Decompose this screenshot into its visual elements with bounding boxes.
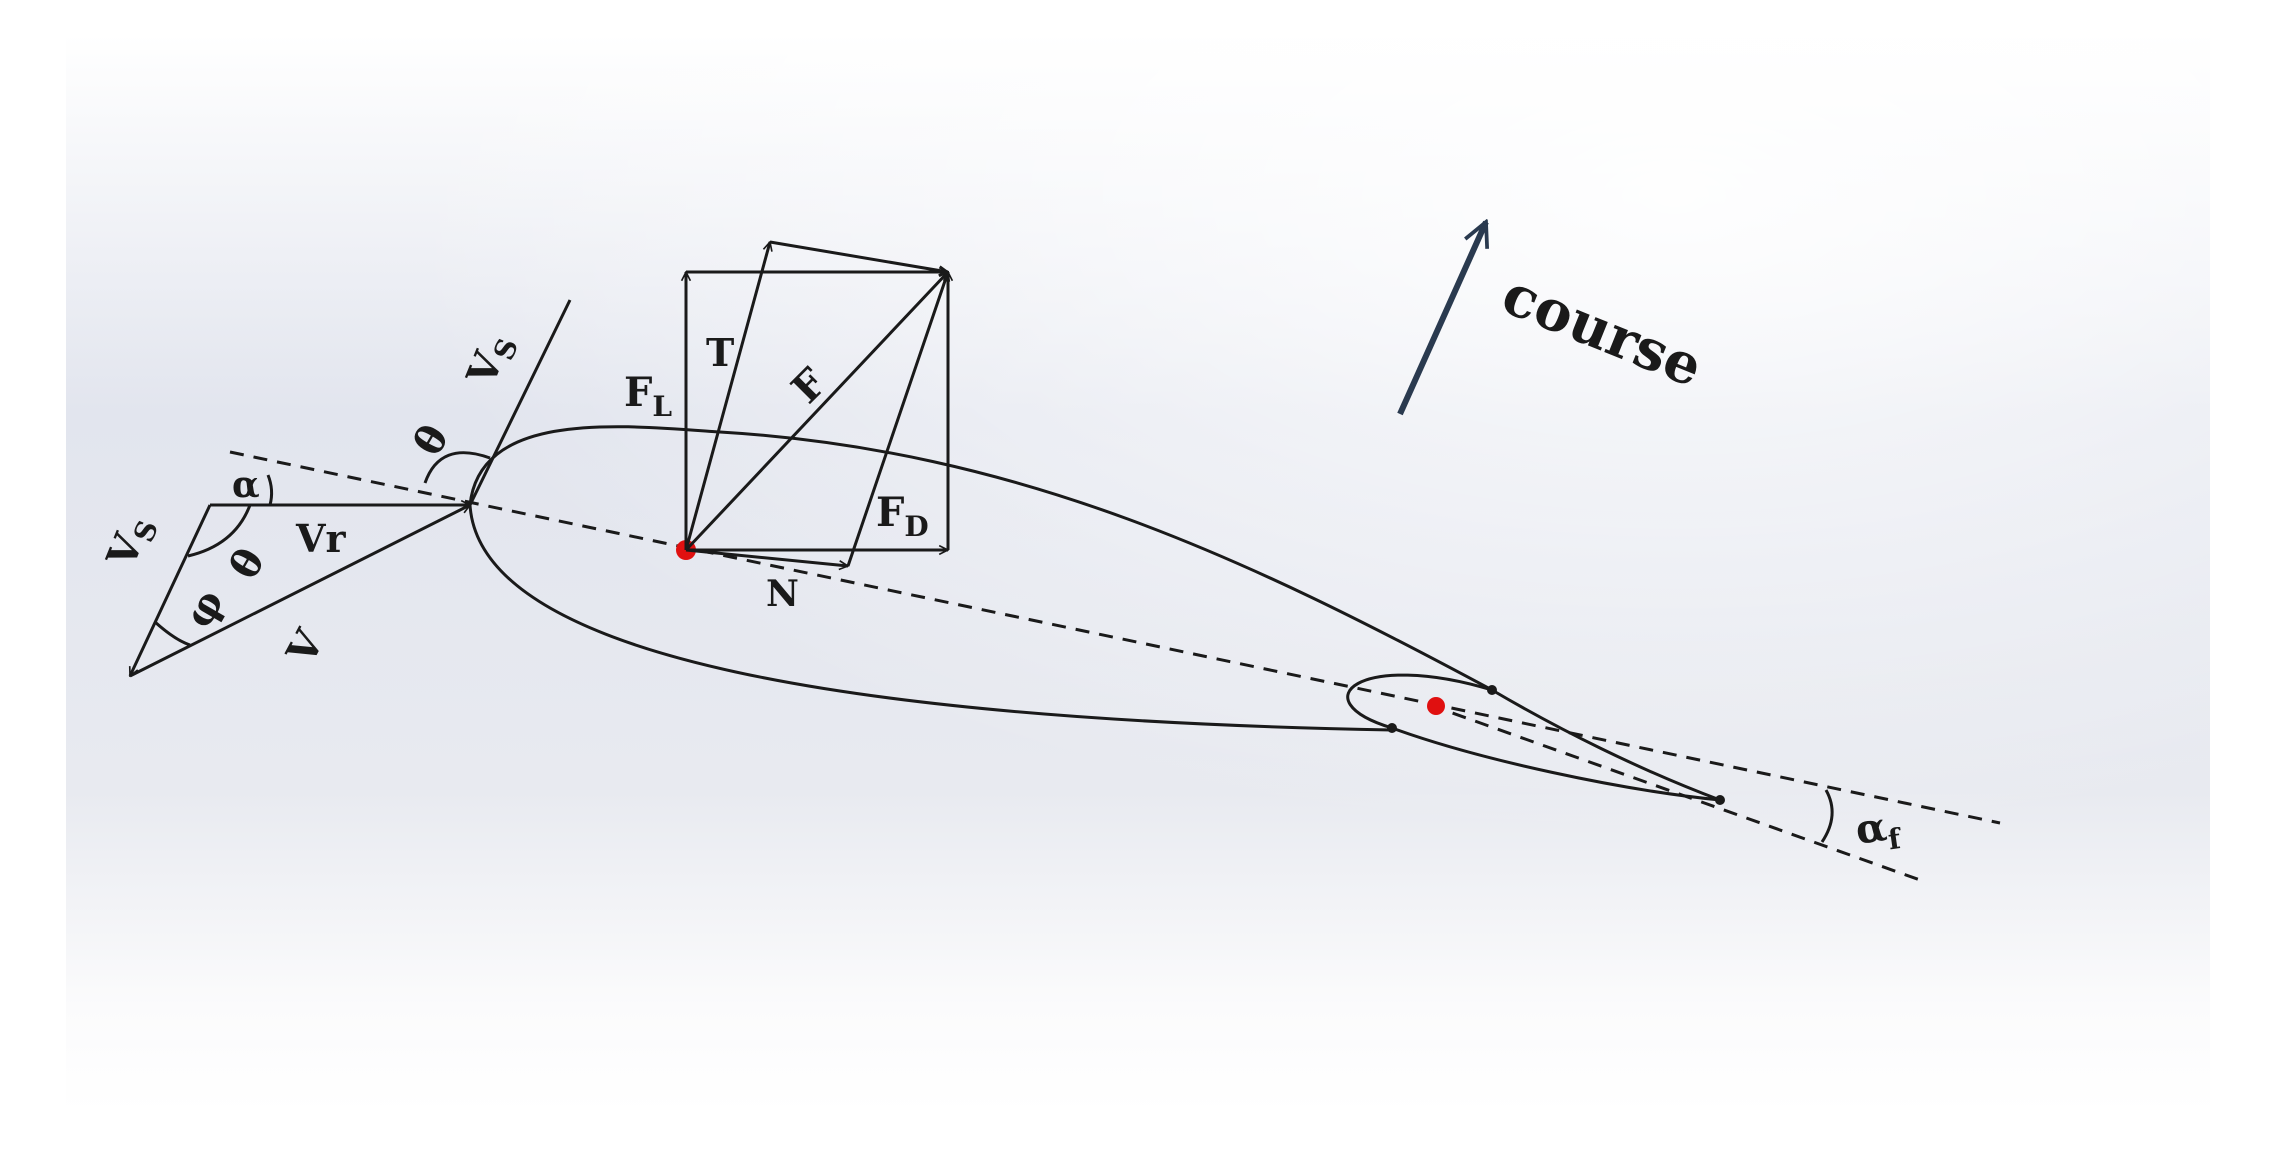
- label-t: T: [706, 330, 734, 375]
- thrust-vector-t: [684, 242, 770, 551]
- t-n-right-edge: [846, 272, 948, 567]
- velocity-v-vector: [129, 503, 470, 678]
- label-fl: FL: [624, 369, 672, 423]
- alpha-f-arc: [1820, 789, 1834, 843]
- course-arrow: [1397, 222, 1486, 416]
- label-alpha-f: αf: [1853, 801, 1905, 861]
- background-glow: [66, 34, 2210, 1114]
- label-n: N: [766, 573, 799, 615]
- flap-trailing-edge: [1715, 795, 1725, 805]
- resultant-vector-f: [684, 272, 948, 552]
- flap-chord-line: [1429, 703, 1921, 882]
- label-alpha: α: [232, 464, 260, 506]
- alpha-arc: [266, 474, 274, 506]
- main-foil-outline: [468, 425, 1493, 732]
- flap-pivot-point: [1427, 697, 1445, 715]
- theta-arc-top: [423, 451, 491, 484]
- label-vr: Vr: [295, 516, 346, 561]
- theta-arc-left: [187, 504, 252, 558]
- normal-vector-n: [685, 548, 848, 566]
- flap-joint-upper: [1487, 685, 1497, 695]
- flap-joint-lower: [1387, 723, 1397, 733]
- t-n-top-edge: [769, 240, 948, 272]
- flap-outline: [1346, 673, 1721, 802]
- chord-line: [229, 450, 2001, 825]
- vs-direction-line: [468, 299, 572, 506]
- phi-arc: [153, 620, 191, 647]
- velocity-vs-vector: [128, 504, 212, 676]
- label-fd: FD: [876, 489, 929, 543]
